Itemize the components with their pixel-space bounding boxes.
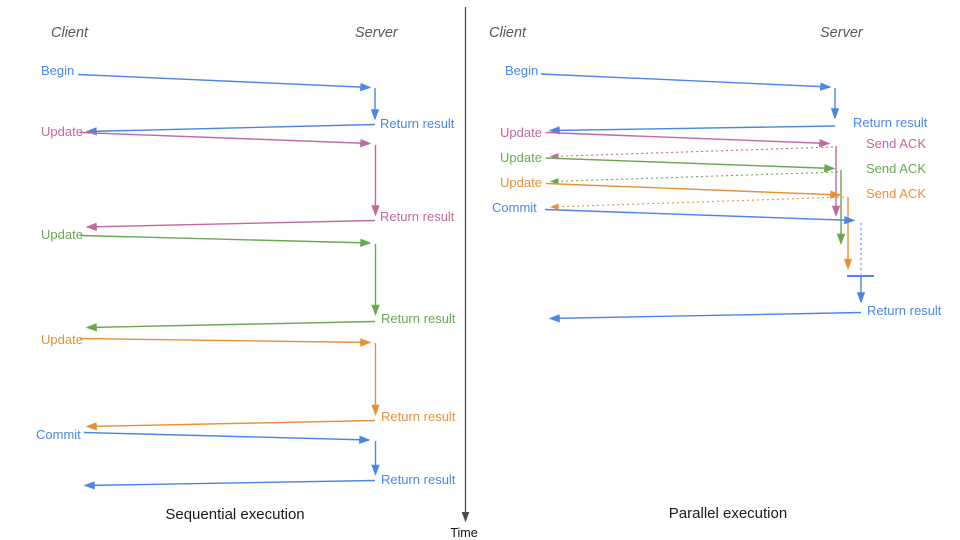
update1-response-arrow bbox=[85, 219, 376, 231]
parallel-server-header: Server bbox=[820, 25, 864, 41]
parallel-update3-ack-arrow bbox=[549, 196, 845, 211]
update1-return-label: Return result bbox=[380, 209, 455, 224]
parallel-panel: Client Server Begin Return result Update… bbox=[489, 25, 942, 522]
parallel-begin-request-arrow bbox=[540, 73, 832, 91]
parallel-update2-request-arrow bbox=[545, 157, 836, 173]
update3-return-label: Return result bbox=[381, 409, 456, 424]
parallel-begin-return-label: Return result bbox=[853, 115, 928, 130]
sequential-message-update3: Update Return result bbox=[41, 332, 456, 431]
sequential-message-begin: Begin Return result bbox=[41, 63, 455, 136]
update2-request-arrow bbox=[79, 234, 372, 247]
parallel-update2-label: Update bbox=[500, 150, 542, 165]
update3-label: Update bbox=[41, 332, 83, 347]
parallel-begin-label: Begin bbox=[505, 63, 538, 78]
parallel-update2-ack-label: Send ACK bbox=[866, 161, 926, 176]
sequential-server-header: Server bbox=[355, 25, 399, 41]
parallel-commit-request-arrow bbox=[544, 208, 856, 225]
parallel-caption: Parallel execution bbox=[669, 505, 787, 522]
begin-label: Begin bbox=[41, 63, 74, 78]
parallel-begin-response-arrow bbox=[548, 125, 836, 135]
commit-request-arrow bbox=[83, 431, 371, 444]
parallel-update3-label: Update bbox=[500, 175, 542, 190]
begin-response-arrow bbox=[85, 123, 376, 136]
begin-request-arrow bbox=[77, 73, 372, 92]
update1-label: Update bbox=[41, 124, 83, 139]
parallel-update2-ack-arrow bbox=[549, 171, 839, 185]
parallel-update1-request-arrow bbox=[545, 131, 831, 148]
parallel-client-header: Client bbox=[489, 25, 527, 41]
commit-response-arrow bbox=[83, 479, 376, 490]
sequential-caption: Sequential execution bbox=[165, 506, 304, 523]
parallel-commit-label: Commit bbox=[492, 200, 537, 215]
update2-label: Update bbox=[41, 227, 83, 242]
sequential-message-update1: Update Return result bbox=[41, 124, 455, 231]
parallel-message-begin: Begin Return result bbox=[505, 63, 928, 135]
update3-response-arrow bbox=[85, 419, 376, 431]
time-axis-label: Time bbox=[450, 526, 477, 540]
sequential-message-commit: Commit Return result bbox=[36, 427, 456, 490]
update2-return-label: Return result bbox=[381, 311, 456, 326]
parallel-update1-label: Update bbox=[500, 125, 542, 140]
begin-return-label: Return result bbox=[380, 116, 455, 131]
parallel-message-update3: Update Send ACK bbox=[500, 175, 926, 270]
update2-response-arrow bbox=[85, 320, 376, 332]
sequential-client-header: Client bbox=[51, 25, 89, 41]
parallel-update3-ack-label: Send ACK bbox=[866, 186, 926, 201]
time-axis: Time bbox=[450, 7, 478, 540]
parallel-message-update2: Update Send ACK bbox=[500, 150, 926, 245]
sequential-panel: Client Server Begin Return result Update… bbox=[36, 25, 456, 523]
update3-request-arrow bbox=[79, 337, 372, 347]
commit-label: Commit bbox=[36, 427, 81, 442]
parallel-message-update1: Update Send ACK bbox=[500, 125, 926, 217]
sequential-message-update2: Update Return result bbox=[41, 227, 456, 332]
update1-request-arrow bbox=[79, 131, 372, 148]
parallel-update3-request-arrow bbox=[545, 182, 842, 199]
parallel-commit-response-arrow bbox=[548, 311, 862, 323]
parallel-update1-ack-label: Send ACK bbox=[866, 136, 926, 151]
parallel-commit-return-label: Return result bbox=[867, 303, 942, 318]
commit-return-label: Return result bbox=[381, 472, 456, 487]
parallel-update1-ack-arrow bbox=[549, 146, 834, 160]
parallel-message-commit: Commit Return result bbox=[492, 200, 942, 323]
